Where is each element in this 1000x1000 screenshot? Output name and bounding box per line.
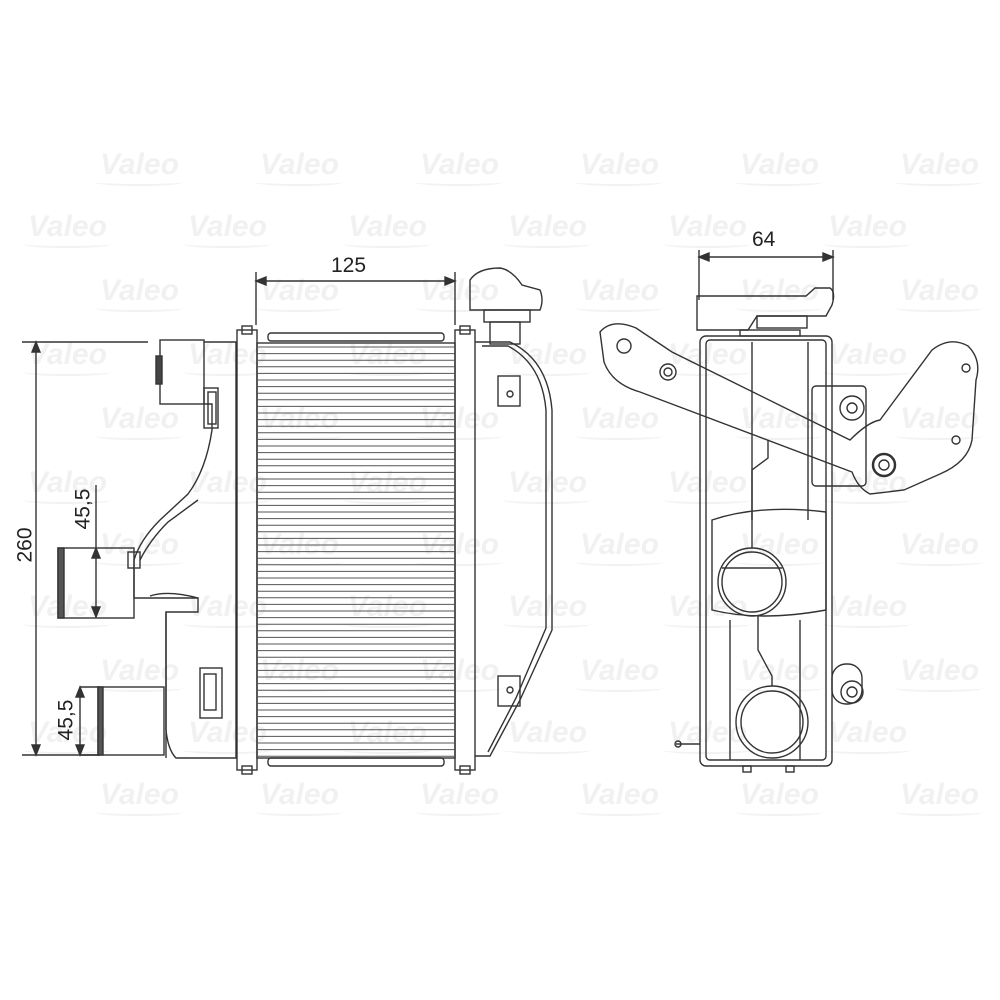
inlet-tank [133,339,237,759]
label-125: 125 [331,254,367,277]
lower-pipe [97,686,165,756]
outlet-tank [475,341,553,757]
dimension-45-5-upper [90,485,102,619]
dimension-45-5-lower [74,685,100,757]
label-260: 260 [13,527,37,563]
mounting-bracket [599,323,979,705]
label-45-5-lower: 45,5 [54,699,78,741]
end-view-cap [696,287,835,337]
radiator-core [236,325,476,775]
dimension-125 [254,272,457,325]
end-view-tank [674,335,833,773]
filler-cap [469,267,543,345]
label-45-5-upper: 45,5 [71,488,95,530]
label-64: 64 [752,228,776,251]
dimension-64 [697,250,835,300]
